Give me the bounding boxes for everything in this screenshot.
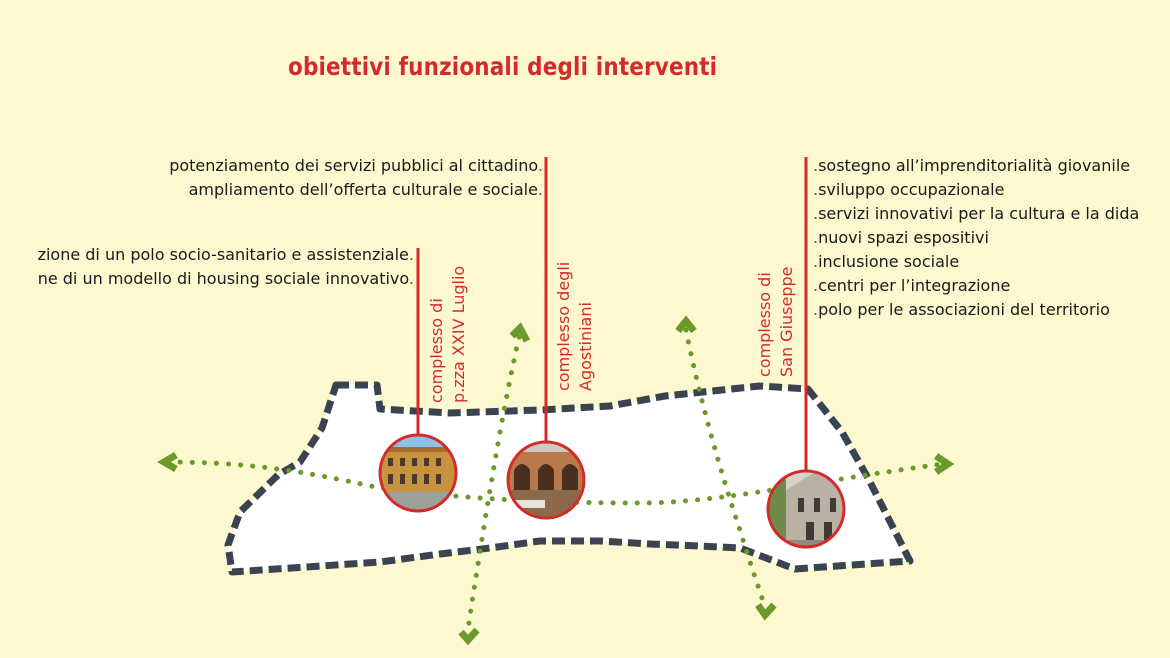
objective-text: polo per le associazioni del territorio [818, 300, 1110, 319]
label-line: p.zza XXIV Luglio [449, 265, 468, 403]
objective-item: .sviluppo occupazionale [813, 178, 1139, 202]
bullet-dot: . [813, 252, 819, 271]
label-line: complesso di [755, 272, 774, 377]
objective-text: servizi innovativi per la cultura e la d… [818, 204, 1140, 223]
objective-item: .centri per l’integrazione [813, 274, 1139, 298]
objective-text: potenziamento dei servizi pubblici al ci… [169, 156, 538, 175]
objectives-list-agostiniani: potenziamento dei servizi pubblici al ci… [169, 154, 543, 202]
bullet-dot: . [408, 245, 414, 264]
label-line: San Giuseppe [777, 266, 796, 377]
route-north-south-east [683, 327, 768, 611]
arrow-north-west-icon [509, 322, 531, 343]
label-line: complesso degli [554, 261, 573, 391]
bullet-dot: . [813, 228, 819, 247]
leader-lines [416, 157, 808, 472]
objective-item: .sostegno all’imprenditorialità giovanil… [813, 154, 1139, 178]
objective-item: potenziamento dei servizi pubblici al ci… [169, 154, 543, 178]
objective-item: ne di un modello di housing sociale inno… [38, 267, 414, 291]
objective-text: zione di un polo socio-sanitario e assis… [37, 245, 409, 264]
label-line: complesso di [427, 298, 446, 403]
objective-item: .nuovi spazi espositivi [813, 226, 1139, 250]
objective-text: ne di un modello di housing sociale inno… [37, 269, 409, 288]
objective-item: ampliamento dell’offerta culturale e soc… [169, 178, 543, 202]
objective-item: .inclusione sociale [813, 250, 1139, 274]
bullet-dot: . [408, 269, 414, 288]
objective-text: nuovi spazi espositivi [818, 228, 989, 247]
arrow-south-east-icon [755, 602, 777, 621]
bullet-dot: . [537, 156, 543, 175]
objectives-list-xxiv-luglio: zione di un polo socio-sanitario e assis… [38, 243, 414, 291]
bullet-dot: . [813, 204, 819, 223]
bullet-dot: . [813, 180, 819, 199]
bullet-dot: . [813, 156, 819, 175]
arrow-west-icon [157, 451, 178, 473]
green-routes [165, 327, 946, 633]
bullet-dot: . [813, 276, 819, 295]
bullet-dot: . [537, 180, 543, 199]
building-photo-icon [378, 433, 458, 513]
objective-text: centri per l’integrazione [818, 276, 1011, 295]
objective-item: zione di un polo socio-sanitario e assis… [38, 243, 414, 267]
label-line: Agostiniani [576, 302, 595, 391]
objective-text: inclusione sociale [818, 252, 960, 271]
objectives-list-san-giuseppe: .sostegno all’imprenditorialità giovanil… [813, 154, 1139, 322]
cloister-photo-icon [506, 440, 586, 520]
objective-text: sviluppo occupazionale [818, 180, 1005, 199]
arrow-north-east-icon [675, 315, 697, 334]
route-north-south-west [465, 334, 522, 633]
bullet-dot: . [813, 300, 819, 319]
objective-item: .servizi innovativi per la cultura e la … [813, 202, 1139, 226]
objective-text: sostegno all’imprenditorialità giovanile [818, 156, 1131, 175]
page-title: obiettivi funzionali degli interventi [288, 52, 718, 81]
church-photo-icon [766, 469, 846, 549]
route-arrowheads [157, 315, 955, 646]
arrow-east-icon [934, 453, 955, 475]
objective-item: .polo per le associazioni del territorio [813, 298, 1139, 322]
objective-text: ampliamento dell’offerta culturale e soc… [188, 180, 538, 199]
arrow-south-west-icon [458, 627, 480, 646]
